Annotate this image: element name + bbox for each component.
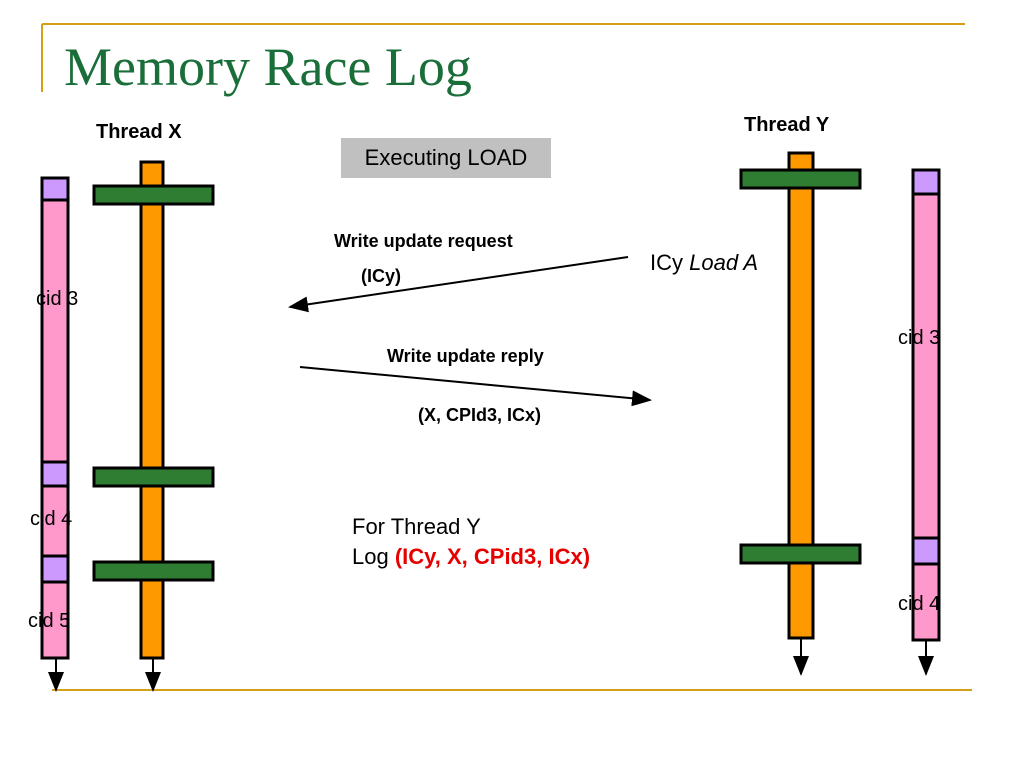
thread-x-chunk-label: cid 4 bbox=[30, 508, 73, 530]
commit-bar bbox=[92, 466, 215, 488]
load-note-prefix: ICy bbox=[650, 250, 683, 275]
chunk-marker bbox=[911, 536, 941, 566]
thread-bar bbox=[139, 160, 165, 660]
log-prefix: Log bbox=[352, 544, 395, 569]
thread-y-label: Thread Y bbox=[744, 114, 830, 136]
commit-bar bbox=[739, 543, 862, 565]
page-title: Memory Race Log bbox=[64, 37, 472, 97]
commit-bar bbox=[92, 560, 215, 582]
load-note-op: Load A bbox=[689, 250, 759, 275]
log-caption: For Thread Y Log (ICy, X, CPid3, ICx) bbox=[352, 512, 590, 572]
commit-bar bbox=[739, 168, 862, 190]
chunk-marker bbox=[40, 176, 70, 202]
log-entry: (ICy, X, CPid3, ICx) bbox=[394, 544, 591, 569]
write-update-request-params: (ICy) bbox=[361, 266, 401, 286]
thread-x-label: Thread X bbox=[96, 121, 182, 143]
log-line-2: Log (ICy, X, CPid3, ICx) bbox=[352, 542, 590, 572]
chunk-marker bbox=[40, 460, 70, 488]
commit-bar bbox=[92, 184, 215, 206]
write-update-request-label: Write update request bbox=[334, 231, 513, 251]
thread-x-chunk-column bbox=[40, 176, 70, 692]
executing-load-box: Executing LOAD bbox=[341, 138, 551, 178]
thread-bar bbox=[787, 151, 815, 640]
write-update-reply-params: (X, CPId3, ICx) bbox=[418, 405, 542, 425]
chunk-marker bbox=[911, 168, 941, 196]
thread-x-chunk-label: cid 5 bbox=[28, 610, 71, 632]
thread-x-timeline bbox=[92, 160, 215, 692]
thread-y-chunk-label: cid 3 bbox=[898, 327, 941, 349]
write-update-request-arrow bbox=[288, 256, 629, 313]
log-line-1: For Thread Y bbox=[352, 514, 481, 539]
load-note: ICy Load A bbox=[650, 250, 758, 276]
thread-y-timeline bbox=[739, 151, 862, 676]
thread-x-chunk-label: cid 3 bbox=[36, 288, 79, 310]
write-update-reply-arrow bbox=[299, 366, 652, 407]
thread-y-chunk-column bbox=[911, 168, 941, 676]
chunk-marker bbox=[40, 554, 70, 584]
thread-y-chunk-label: cid 4 bbox=[898, 593, 941, 615]
chunk-bar bbox=[911, 168, 941, 642]
chunk-bar bbox=[40, 176, 70, 660]
write-update-reply-label: Write update reply bbox=[387, 346, 544, 366]
